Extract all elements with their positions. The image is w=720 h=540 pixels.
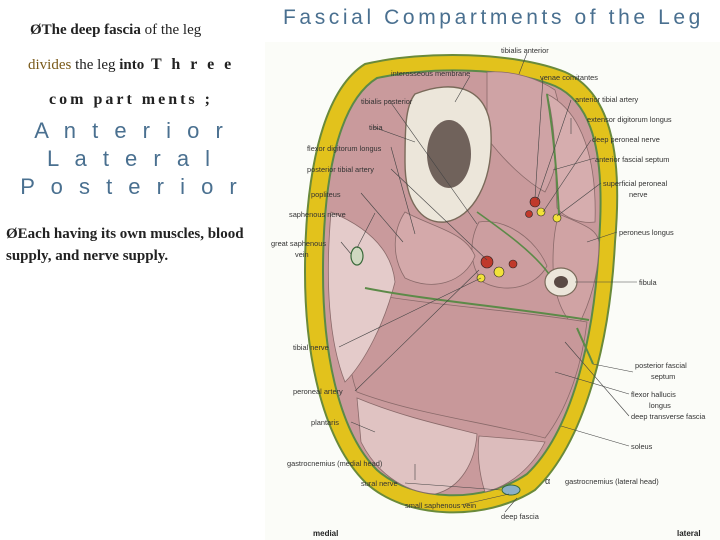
label-alpha: α [545, 476, 550, 486]
label-peroneal-artery: peroneal artery [293, 387, 343, 396]
label-great-saphenous-vein-2: vein [295, 250, 309, 259]
compartment-posterior: P o s t e r i o r [20, 174, 242, 199]
label-posterior-tibial-artery: posterior tibial artery [307, 165, 374, 174]
flexor-digitorum-longus-muscle [394, 211, 476, 285]
label-lateral: lateral [677, 529, 701, 538]
label-venae-comitantes: venae comitantes [540, 73, 598, 82]
label-superficial-peroneal-nerve-2: nerve [629, 190, 648, 199]
leg-cross-section-figure: tibialis anterior interosseous membrane … [265, 42, 720, 540]
label-flexor-hallucis-longus-2: longus [649, 401, 671, 410]
compartment-lateral: L a t e r a l [46, 146, 216, 171]
three-word: T h r e e [144, 56, 235, 73]
label-tibialis-anterior: tibialis anterior [501, 46, 549, 55]
posterior-neurovascular-bundle [476, 255, 518, 283]
anterior-fascial-septum [546, 93, 560, 215]
label-deep-transverse-fascia: deep transverse fascia [631, 412, 706, 421]
cross-section-diagram: tibialis anterior interosseous membrane … [271, 46, 706, 538]
label-anterior-tibial-artery: anterior tibial artery [575, 95, 639, 104]
label-sural-nerve: sural nerve [361, 479, 398, 488]
divides-word: divides [28, 57, 72, 73]
anterior-neurovascular-bundle [525, 196, 546, 218]
label-popliteus: popliteus [311, 190, 341, 199]
gastrocnemius-lateral-muscle [477, 435, 546, 493]
label-tibial-nerve: tibial nerve [293, 343, 329, 352]
label-posterior-fascial-septum-2: septum [651, 372, 675, 381]
label-peroneus-longus: peroneus longus [619, 228, 674, 237]
fibula-marrow [554, 276, 568, 288]
interosseous-membrane [476, 211, 550, 275]
small-saphenous-vein-dot [501, 484, 521, 496]
medial-muscle-mass [327, 211, 396, 383]
divides-mid: the leg [71, 57, 120, 73]
bullet1-rest: of the leg [140, 22, 202, 38]
label-anterior-fascial-septum: anterior fascial septum [595, 155, 669, 164]
great-saphenous-vein-dot [350, 246, 364, 266]
label-medial: medial [313, 529, 338, 538]
label-fibula: fibula [639, 278, 658, 287]
soleus-muscle [349, 291, 588, 439]
slide-title: Fascial Compartments of the Leg [283, 6, 704, 29]
label-great-saphenous-vein-1: great saphenous [271, 239, 326, 248]
compartment-anterior: A n t e r i o r [34, 118, 228, 143]
posterior-fascial-septum [576, 327, 594, 365]
label-small-saphenous-vein: small saphenous vein [405, 501, 476, 510]
superficial-peroneal-nerve-dot [552, 213, 562, 223]
label-deep-fascia: deep fascia [501, 512, 540, 521]
bullet-each-having: ØEach having its own muscles, blood supp… [6, 223, 262, 267]
into-word: into [119, 57, 145, 73]
bullet-arrow-icon: Ø [6, 226, 18, 242]
label-gastrocnemius-medial: gastrocnemius (medial head) [287, 459, 382, 468]
bullet-deep-fascia: ØThe deep fascia of the leg [30, 22, 201, 39]
compartments-word: com part ments ; [49, 91, 213, 108]
bullet1-bold: The deep fascia [41, 22, 141, 38]
label-interosseous-membrane: interosseous membrane [391, 69, 470, 78]
label-posterior-fascial-septum-1: posterior fascial [635, 361, 687, 370]
label-flexor-digitorum-longus: flexor digitorum longus [307, 144, 382, 153]
divides-line: divides the leg into T h r e e [28, 56, 234, 74]
tibia-marrow [427, 120, 471, 188]
label-superficial-peroneal-nerve-1: superficial peroneal [603, 179, 667, 188]
text-panel: ØThe deep fascia of the leg divides the … [0, 0, 262, 540]
leader-lines [338, 52, 637, 513]
bullet2-text: Each having its own muscles, blood suppl… [6, 226, 244, 264]
label-plantaris: plantaris [311, 418, 339, 427]
label-saphenous-nerve: saphenous nerve [289, 210, 346, 219]
label-tibialis-posterior: tibialis posterior [361, 97, 413, 106]
deep-transverse-fascia [364, 287, 590, 321]
bullet-arrow-icon: Ø [30, 22, 42, 38]
gastrocnemius-medial-muscle [356, 397, 478, 495]
label-deep-peroneal-nerve: deep peroneal nerve [592, 135, 660, 144]
label-extensor-digitorum-longus: extensor digitorum longus [587, 115, 672, 124]
label-flexor-hallucis-longus-1: flexor hallucis [631, 390, 676, 399]
label-tibia: tibia [369, 123, 383, 132]
label-soleus: soleus [631, 442, 653, 451]
label-gastrocnemius-lateral: gastrocnemius (lateral head) [565, 477, 659, 486]
